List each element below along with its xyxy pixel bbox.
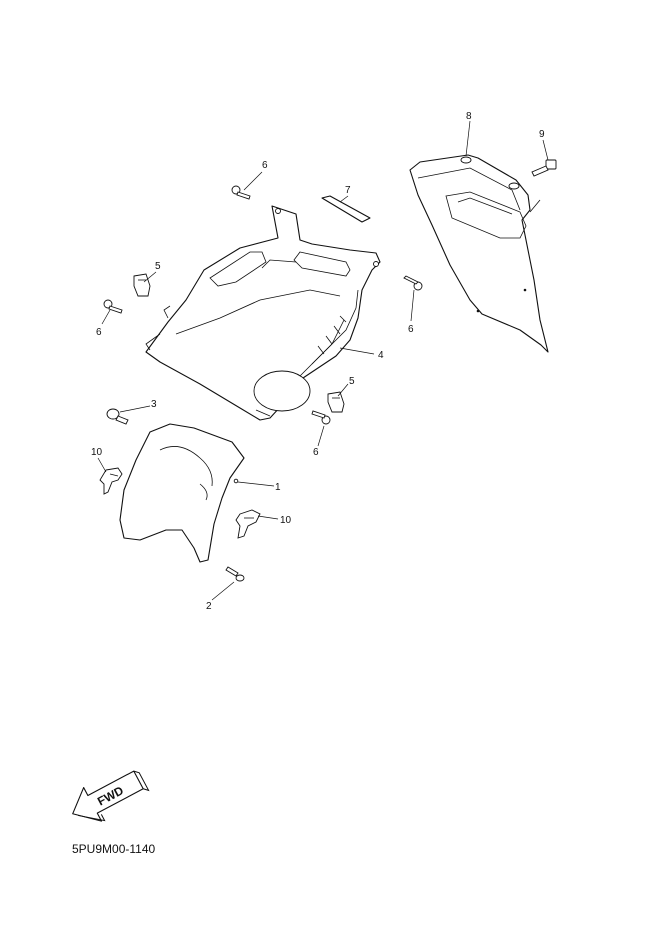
callout-7: 7 bbox=[345, 185, 351, 196]
grommet-part-3[interactable] bbox=[106, 408, 129, 425]
screw-part-2[interactable] bbox=[225, 566, 245, 582]
callout-2: 2 bbox=[206, 601, 212, 612]
nut-part-5-upper[interactable] bbox=[133, 273, 151, 297]
screw-part-6-right[interactable] bbox=[403, 275, 423, 291]
front-cover-part-1[interactable] bbox=[119, 423, 245, 563]
callout-5-lower: 5 bbox=[349, 376, 355, 387]
callout-6-left: 6 bbox=[96, 327, 102, 338]
callout-6-bottom: 6 bbox=[313, 447, 319, 458]
diagram-code: 5PU9M00-1140 bbox=[72, 842, 156, 856]
callout-4: 4 bbox=[378, 350, 384, 361]
under-cover-part-4[interactable] bbox=[145, 205, 381, 421]
screw-part-6-bottom[interactable] bbox=[311, 410, 331, 425]
callout-10-left: 10 bbox=[91, 447, 103, 458]
callout-3: 3 bbox=[151, 399, 157, 410]
callout-1: 1 bbox=[275, 482, 281, 493]
clip-part-10-left[interactable] bbox=[99, 467, 123, 495]
label-part-7[interactable] bbox=[321, 195, 371, 223]
callout-5-upper: 5 bbox=[155, 261, 161, 272]
side-panel-part-8[interactable] bbox=[409, 154, 549, 353]
callout-9: 9 bbox=[539, 129, 545, 140]
callout-6-right: 6 bbox=[408, 324, 414, 335]
fwd-arrow: FWD bbox=[72, 770, 150, 822]
callout-8: 8 bbox=[466, 111, 472, 122]
leader-lines bbox=[97, 120, 549, 601]
clip-part-10-right[interactable] bbox=[235, 509, 261, 539]
callout-10-right: 10 bbox=[280, 515, 292, 526]
callout-6-top: 6 bbox=[262, 160, 268, 171]
screw-part-6-top[interactable] bbox=[231, 185, 251, 200]
bolt-part-9[interactable] bbox=[531, 159, 557, 177]
callout-numbers: 8 9 7 6 5 6 6 4 5 6 3 10 1 10 2 bbox=[91, 111, 545, 612]
screw-part-6-left[interactable] bbox=[103, 299, 123, 314]
nut-part-5-lower[interactable] bbox=[327, 391, 345, 413]
